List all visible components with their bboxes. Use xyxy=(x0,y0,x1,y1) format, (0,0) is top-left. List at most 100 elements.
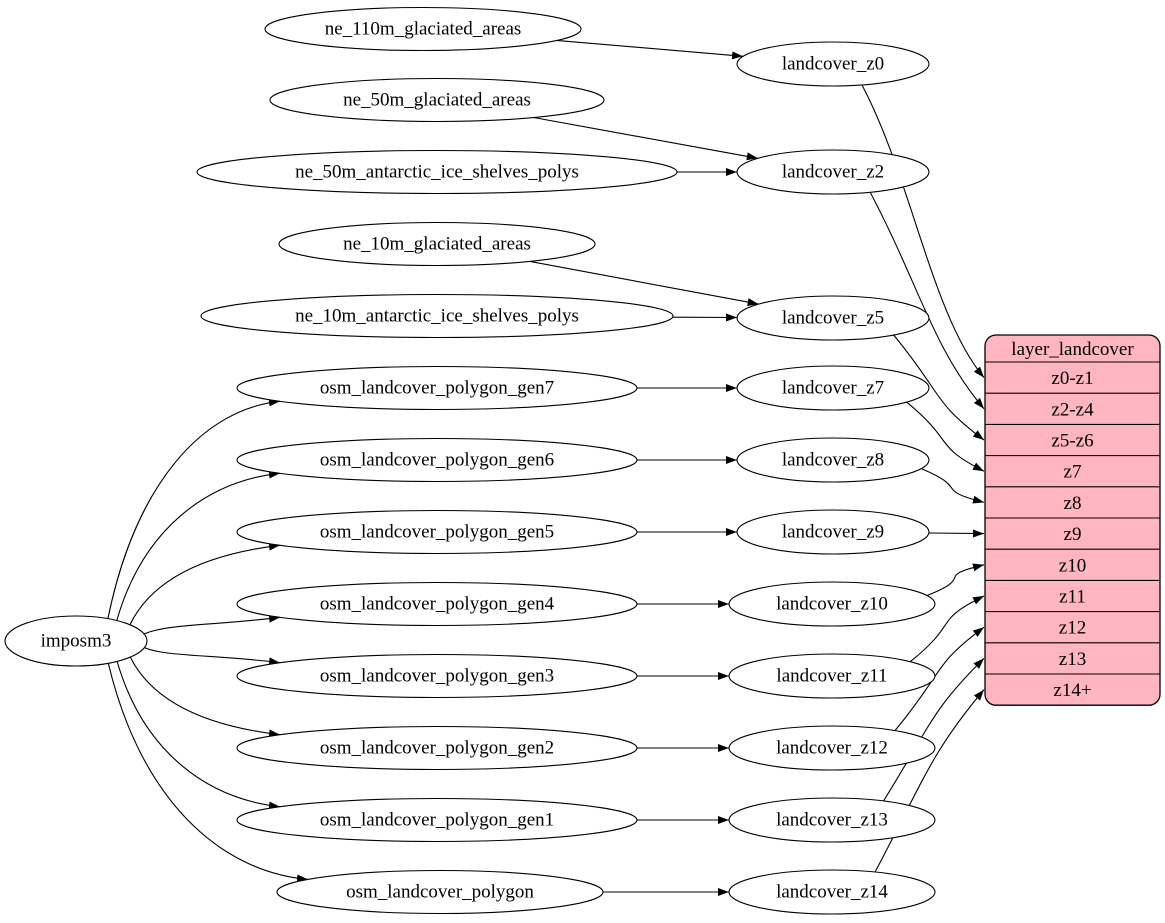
record-row-z11: z11 xyxy=(1059,587,1086,608)
node-ne_110m_glaciated_areas: ne_110m_glaciated_areas xyxy=(264,6,582,52)
node-osm_landcover_polygon_gen1: osm_landcover_polygon_gen1 xyxy=(236,797,638,843)
node-shape-landcover_z11 xyxy=(728,653,936,699)
node-shape-osm_landcover_polygon_gen1 xyxy=(236,797,638,843)
edge-landcover_z5-to-layer_landcover-z5-z6 xyxy=(893,334,985,441)
edge-imposm3-to-osm_landcover_polygon_gen3 xyxy=(144,647,281,666)
node-osm_landcover_polygon_gen6: osm_landcover_polygon_gen6 xyxy=(236,437,638,483)
node-label-landcover_z11: landcover_z11 xyxy=(776,666,887,687)
edge-landcover_z8-to-layer_landcover-z8 xyxy=(921,468,985,504)
record-row-z8: z8 xyxy=(1064,493,1082,514)
node-label-osm_landcover_polygon_gen5: osm_landcover_polygon_gen5 xyxy=(320,522,554,543)
node-label-landcover_z10: landcover_z10 xyxy=(776,594,888,615)
node-landcover_z13: landcover_z13 xyxy=(728,797,936,843)
node-shape-ne_10m_glaciated_areas xyxy=(278,221,596,267)
node-shape-landcover_z10 xyxy=(728,581,936,627)
node-label-osm_landcover_polygon_gen2: osm_landcover_polygon_gen2 xyxy=(320,738,554,759)
node-landcover_z5: landcover_z5 xyxy=(736,295,930,341)
node-shape-osm_landcover_polygon_gen4 xyxy=(236,581,638,627)
node-label-ne_50m_antarctic_ice_shelves_polys: ne_50m_antarctic_ice_shelves_polys xyxy=(295,162,579,183)
node-landcover_z2: landcover_z2 xyxy=(736,149,930,195)
edge-imposm3-to-osm_landcover_polygon_gen2 xyxy=(129,656,281,738)
node-ne_50m_glaciated_areas: ne_50m_glaciated_areas xyxy=(269,77,605,123)
node-shape-landcover_z9 xyxy=(736,509,930,555)
edge-landcover_z10-to-layer_landcover-z10 xyxy=(926,563,985,597)
node-label-landcover_z7: landcover_z7 xyxy=(782,378,884,399)
edge-landcover_z12-to-layer_landcover-z12 xyxy=(894,626,985,731)
record-header-label: layer_landcover xyxy=(1011,339,1134,360)
node-label-landcover_z0: landcover_z0 xyxy=(782,54,884,75)
node-ne_10m_glaciated_areas: ne_10m_glaciated_areas xyxy=(278,221,596,267)
node-landcover_z7: landcover_z7 xyxy=(736,365,930,411)
node-shape-landcover_z7 xyxy=(736,365,930,411)
edge-imposm3-to-osm_landcover_polygon_gen1 xyxy=(116,661,281,810)
node-shape-ne_110m_glaciated_areas xyxy=(264,6,582,52)
node-shape-osm_landcover_polygon_gen3 xyxy=(236,653,638,699)
node-label-landcover_z9: landcover_z9 xyxy=(782,522,884,543)
edge-imposm3-to-osm_landcover_polygon xyxy=(107,663,309,883)
node-shape-osm_landcover_polygon_gen5 xyxy=(236,509,638,555)
node-label-osm_landcover_polygon_gen6: osm_landcover_polygon_gen6 xyxy=(320,450,554,471)
edge-landcover_z11-to-layer_landcover-z11 xyxy=(909,595,985,663)
node-label-landcover_z2: landcover_z2 xyxy=(782,162,884,183)
node-label-ne_10m_antarctic_ice_shelves_polys: ne_10m_antarctic_ice_shelves_polys xyxy=(295,306,579,327)
record-layer_landcover: layer_landcoverz0-z1z2-z4z5-z6z7z8z9z10z… xyxy=(984,334,1161,706)
edge-ne_50m_glaciated_areas-to-landcover_z2 xyxy=(533,116,758,161)
node-label-landcover_z14: landcover_z14 xyxy=(776,882,888,903)
node-osm_landcover_polygon_gen7: osm_landcover_polygon_gen7 xyxy=(236,365,638,411)
edges-layer xyxy=(107,39,985,896)
edge-imposm3-to-osm_landcover_polygon_gen4 xyxy=(143,614,281,635)
node-label-osm_landcover_polygon_gen3: osm_landcover_polygon_gen3 xyxy=(320,666,554,687)
node-label-ne_50m_glaciated_areas: ne_50m_glaciated_areas xyxy=(343,90,531,111)
edge-imposm3-to-osm_landcover_polygon_gen5 xyxy=(129,542,281,625)
node-shape-landcover_z2 xyxy=(736,149,930,195)
node-osm_landcover_polygon: osm_landcover_polygon xyxy=(276,869,604,915)
node-label-osm_landcover_polygon_gen4: osm_landcover_polygon_gen4 xyxy=(320,594,555,615)
node-shape-landcover_z0 xyxy=(736,41,930,87)
node-shape-landcover_z12 xyxy=(728,725,936,771)
node-label-landcover_z12: landcover_z12 xyxy=(776,738,888,759)
node-label-landcover_z13: landcover_z13 xyxy=(776,810,888,831)
node-shape-osm_landcover_polygon_gen2 xyxy=(236,725,638,771)
node-label-ne_10m_glaciated_areas: ne_10m_glaciated_areas xyxy=(343,234,531,255)
node-landcover_z0: landcover_z0 xyxy=(736,41,930,87)
node-shape-ne_50m_antarctic_ice_shelves_polys xyxy=(196,149,678,195)
record-row-z5-z6: z5-z6 xyxy=(1051,431,1093,452)
record-row-z12: z12 xyxy=(1059,618,1086,639)
node-osm_landcover_polygon_gen2: osm_landcover_polygon_gen2 xyxy=(236,725,638,771)
node-landcover_z8: landcover_z8 xyxy=(736,437,930,483)
edge-ne_10m_glaciated_areas-to-landcover_z5 xyxy=(529,260,759,307)
record-row-z2-z4: z2-z4 xyxy=(1051,399,1094,420)
node-osm_landcover_polygon_gen4: osm_landcover_polygon_gen4 xyxy=(236,581,638,627)
node-label-landcover_z8: landcover_z8 xyxy=(782,450,884,471)
node-landcover_z11: landcover_z11 xyxy=(728,653,936,699)
node-osm_landcover_polygon_gen5: osm_landcover_polygon_gen5 xyxy=(236,509,638,555)
node-landcover_z12: landcover_z12 xyxy=(728,725,936,771)
node-shape-landcover_z13 xyxy=(728,797,936,843)
edge-landcover_z0-to-layer_landcover-z0-z1 xyxy=(861,84,985,378)
edge-landcover_z9-to-layer_landcover-z9 xyxy=(928,529,985,538)
edge-ne_110m_glaciated_areas-to-landcover_z0 xyxy=(556,39,744,60)
edge-imposm3-to-osm_landcover_polygon_gen6 xyxy=(116,470,281,621)
node-label-osm_landcover_polygon_gen1: osm_landcover_polygon_gen1 xyxy=(320,810,554,831)
record-row-z0-z1: z0-z1 xyxy=(1051,368,1093,389)
edge-landcover_z13-to-layer_landcover-z13 xyxy=(883,658,985,802)
node-landcover_z9: landcover_z9 xyxy=(736,509,930,555)
record-row-z14+: z14+ xyxy=(1053,680,1091,701)
node-shape-ne_50m_glaciated_areas xyxy=(269,77,605,123)
node-shape-ne_10m_antarctic_ice_shelves_polys xyxy=(200,293,674,339)
record-row-z10: z10 xyxy=(1059,555,1086,576)
node-landcover_z10: landcover_z10 xyxy=(728,581,936,627)
node-shape-landcover_z14 xyxy=(728,869,936,915)
node-shape-osm_landcover_polygon_gen6 xyxy=(236,437,638,483)
edge-landcover_z14-to-layer_landcover-z14+ xyxy=(874,689,985,873)
node-osm_landcover_polygon_gen3: osm_landcover_polygon_gen3 xyxy=(236,653,638,699)
node-landcover_z14: landcover_z14 xyxy=(728,869,936,915)
node-label-osm_landcover_polygon_gen7: osm_landcover_polygon_gen7 xyxy=(320,378,554,399)
node-shape-landcover_z8 xyxy=(736,437,930,483)
node-ne_50m_antarctic_ice_shelves_polys: ne_50m_antarctic_ice_shelves_polys xyxy=(196,149,678,195)
node-ne_10m_antarctic_ice_shelves_polys: ne_10m_antarctic_ice_shelves_polys xyxy=(200,293,674,339)
record-row-z7: z7 xyxy=(1064,462,1082,483)
node-shape-osm_landcover_polygon_gen7 xyxy=(236,365,638,411)
